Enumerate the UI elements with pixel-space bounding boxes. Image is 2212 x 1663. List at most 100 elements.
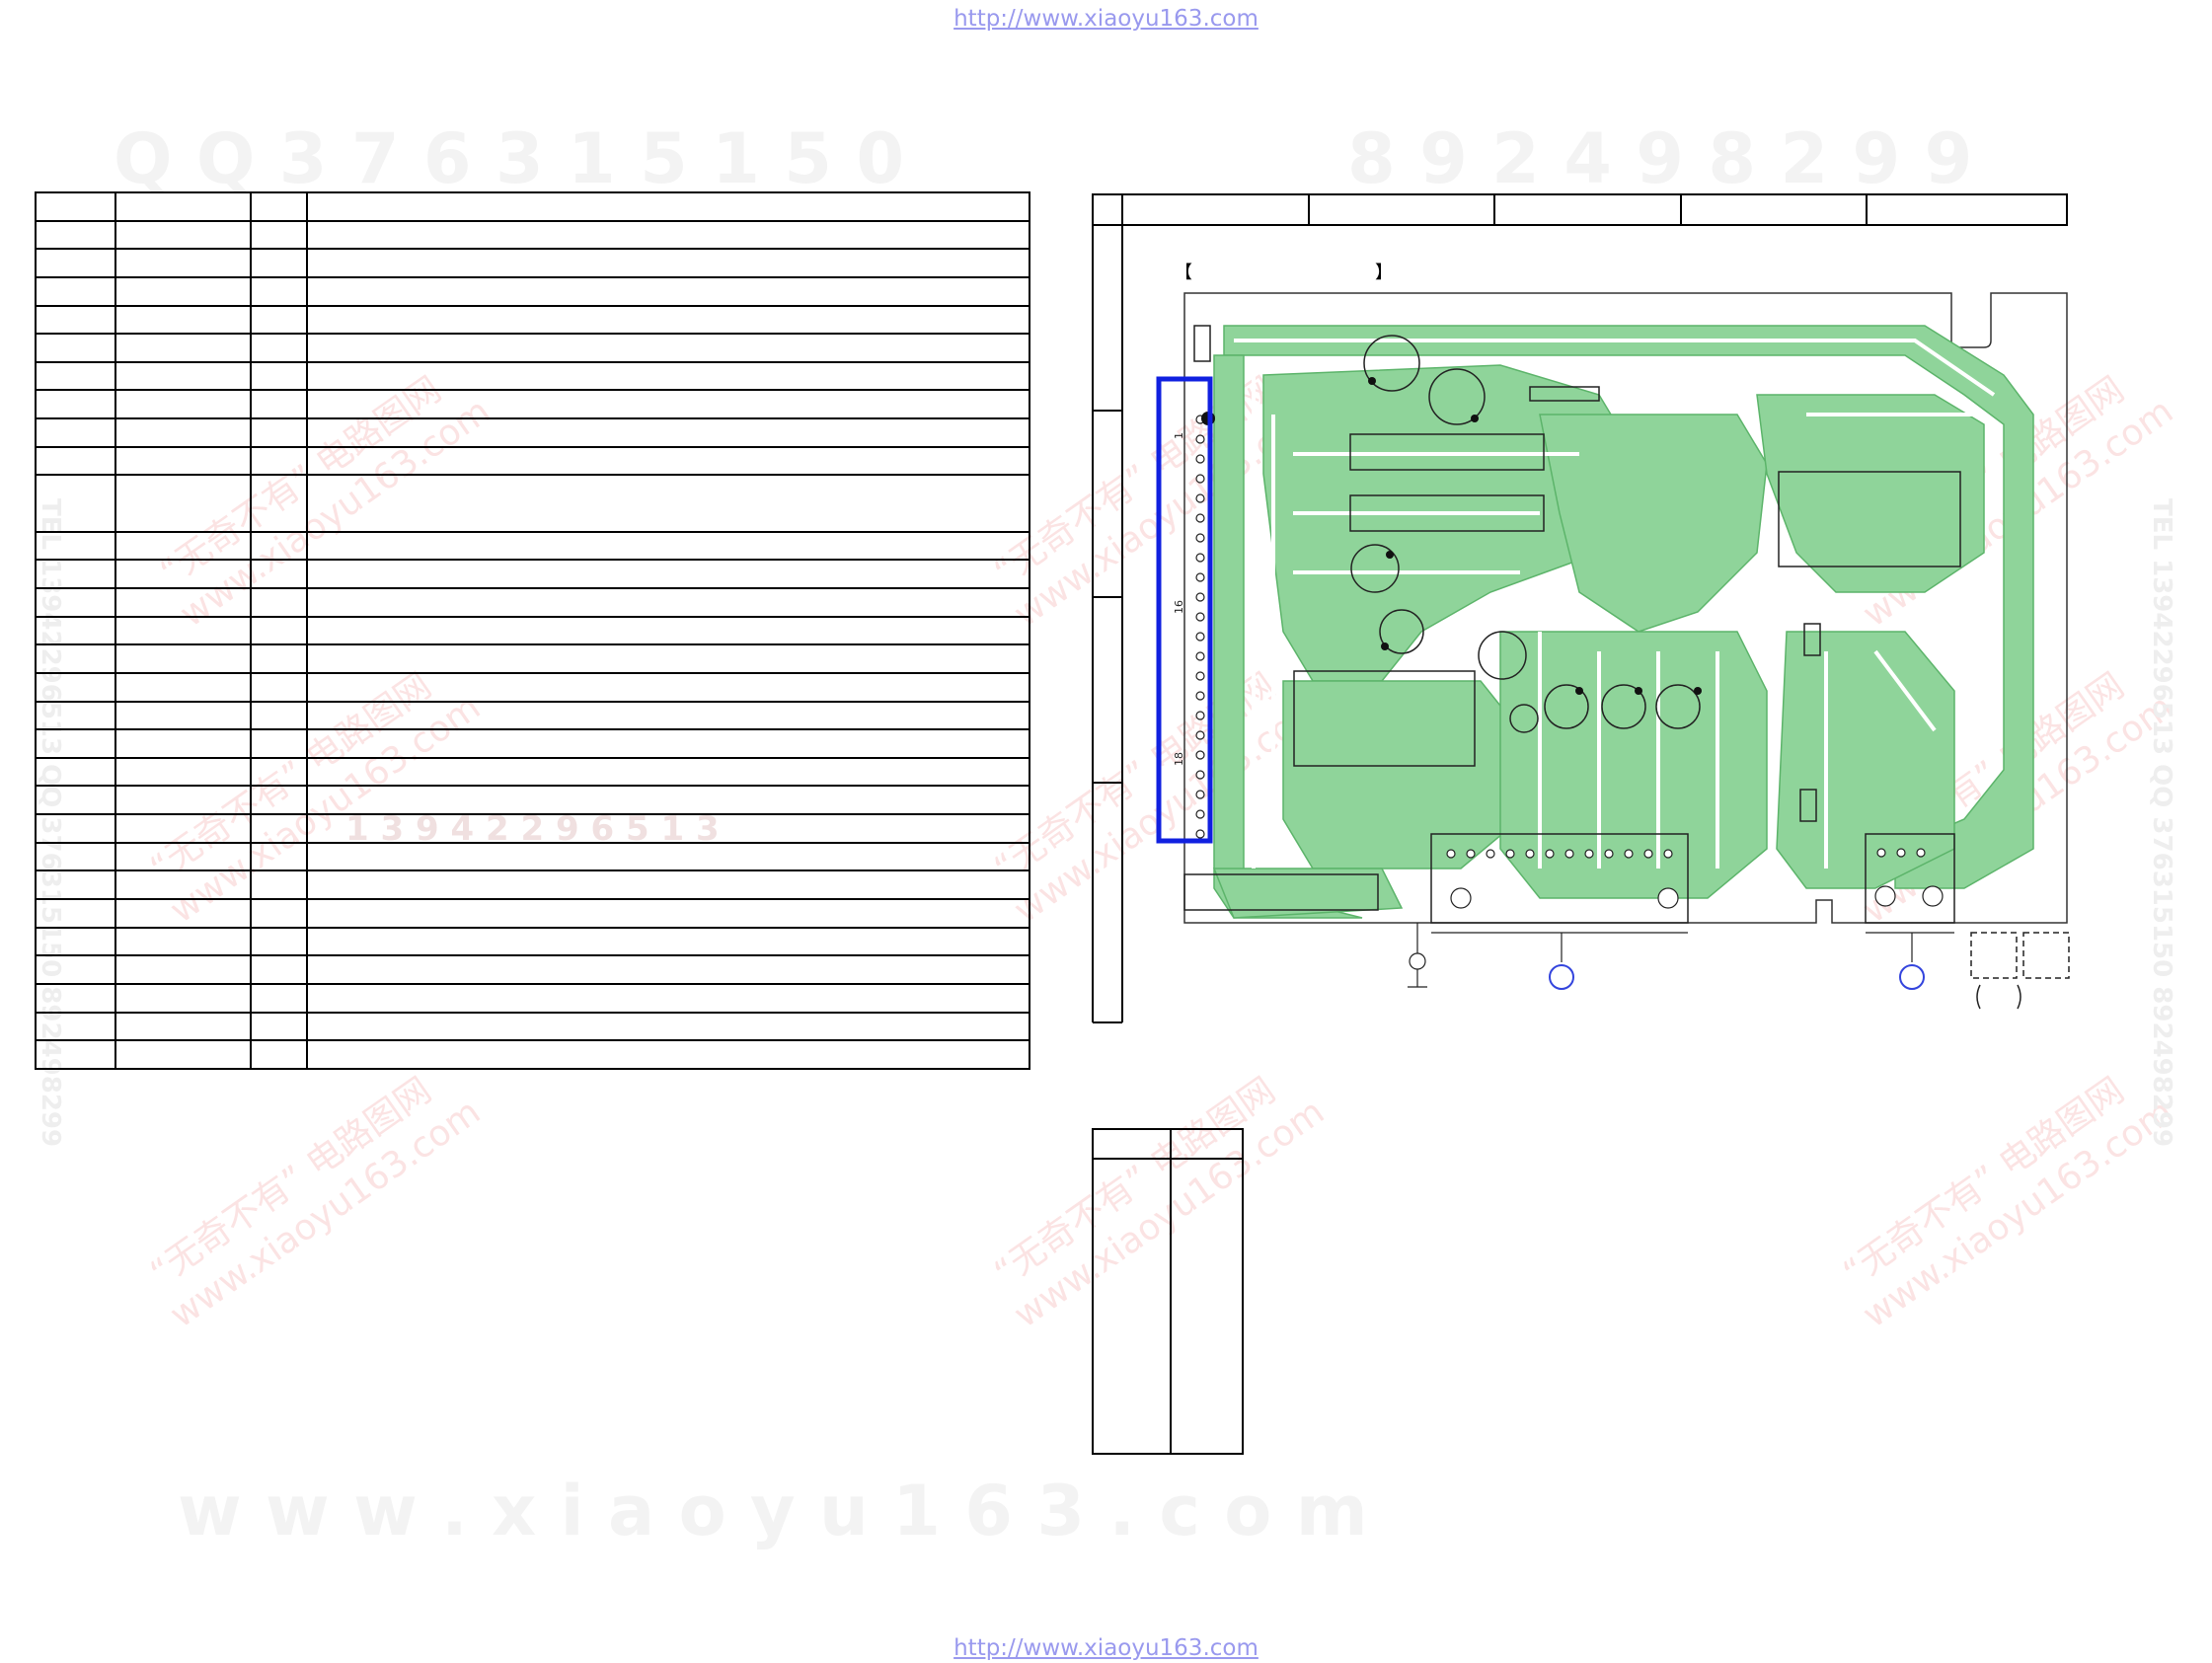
pad [1916,848,1926,858]
pad [1486,849,1495,859]
pin-table-cell [114,728,252,759]
pin-table-row [35,389,1030,420]
pad [1195,553,1205,563]
connector-highlight [1156,376,1213,844]
mount-hole [1450,887,1472,909]
pin-table-cell [114,474,252,533]
capacitor-9 [1509,704,1539,733]
via [1694,687,1702,695]
pin-table-cell [250,445,308,477]
pad [1466,849,1476,859]
pin-table-cell [114,926,252,957]
pin-table-cell [35,898,116,929]
pin-table-row [35,1011,1030,1042]
pin-table-cell [114,615,252,646]
resistor-block-2 [1349,494,1545,532]
pcb-inset-parts [1970,932,2070,979]
pin-table-cell [35,304,116,336]
pad [1195,809,1205,819]
capacitor-7 [1601,684,1646,729]
pin-table-cell [114,275,252,307]
pin-table-row [35,530,1030,562]
pin-table-cell [306,615,1030,646]
pin-table-cell [306,1039,1030,1070]
pin-table-cell [250,898,308,929]
capacitor-1 [1363,335,1420,392]
pin-table-cell [306,671,1030,703]
pin-table-cell [35,275,116,307]
via [1471,415,1479,422]
ground-terminal [1409,952,1426,970]
inset-part-1 [1970,932,2018,979]
pin-table-row [35,248,1030,278]
pad [1195,691,1205,701]
pin-table-cell [306,304,1030,336]
pin-table-row [35,586,1030,618]
pin-table-row [35,643,1030,674]
pad [1195,632,1205,642]
pin-table-cell [35,1039,116,1070]
watermark-www: w w w . x i a o y u 1 6 3 . c o m [178,1471,1368,1551]
pin-table-cell [250,643,308,674]
pad [1446,849,1456,859]
pin-table-cell [306,982,1030,1014]
pin-table-cell [114,360,252,392]
pin-table-cell [35,586,116,618]
pcb-lower-left-pour [1282,680,1521,869]
pcb-components [1183,325,1961,924]
pin-table-cell [250,474,308,533]
pin-table-cell [114,333,252,363]
pin-table-cell [35,445,116,477]
pad [1643,849,1653,859]
inset-parens [1976,984,2021,1010]
pin-table-row [35,898,1030,929]
bracket-close: 】 [1375,263,1393,283]
pin-table-cell [35,360,116,392]
pin-table-cell [114,191,252,222]
check-table-header-row [1092,1128,1244,1160]
capacitor-8 [1655,684,1701,729]
via [1368,377,1376,385]
pin-table-cell [35,248,116,278]
pin-table-cell [306,1011,1030,1042]
pin-table-cell [306,559,1030,589]
pin-table-cell [306,728,1030,759]
pin-table-row [35,559,1030,589]
pin-table-row [35,333,1030,363]
check-table-cell [1170,1158,1244,1455]
pin-table-row [35,926,1030,957]
pad [1663,849,1673,859]
pin-table-cell [250,1039,308,1070]
footer-url[interactable]: http://www.xiaoyu163.com [953,1635,1259,1661]
resistor-block-3 [1183,873,1379,911]
pin-table-cell [306,333,1030,363]
pin-table-body [35,191,1030,1070]
pin-table-row [35,191,1030,222]
pin-table-cell [306,445,1030,477]
pin-table-cell [35,333,116,363]
check-table-cell [1092,1158,1172,1455]
pin-table-row [35,841,1030,872]
pin-table-cell [250,275,308,307]
pad [1564,849,1574,859]
pin-table-cell [114,445,252,477]
pad [1195,770,1205,780]
pin-table-cell [250,191,308,222]
pcb-right-pour [1756,394,1985,593]
ref-circle-small-connector [1899,964,1925,990]
pcb-copper [1212,325,2034,919]
watermark-tel: 8 9 2 4 9 8 2 9 9 [1347,118,1973,199]
ground-symbol [1408,923,1427,988]
header-url[interactable]: http://www.xiaoyu163.com [953,6,1259,32]
pin-table-cell [35,474,116,533]
pcb-header-row [1092,193,2068,226]
pin-table-cell [35,417,116,448]
pcb-lower-mid-pour [1499,631,1768,899]
pad [1195,730,1205,740]
via [1381,643,1389,650]
pin-table-cell [250,360,308,392]
pin-table-cell [250,926,308,957]
pin-table-cell [35,785,116,816]
pin-table-cell [114,954,252,985]
pin-table-cell [114,756,252,788]
